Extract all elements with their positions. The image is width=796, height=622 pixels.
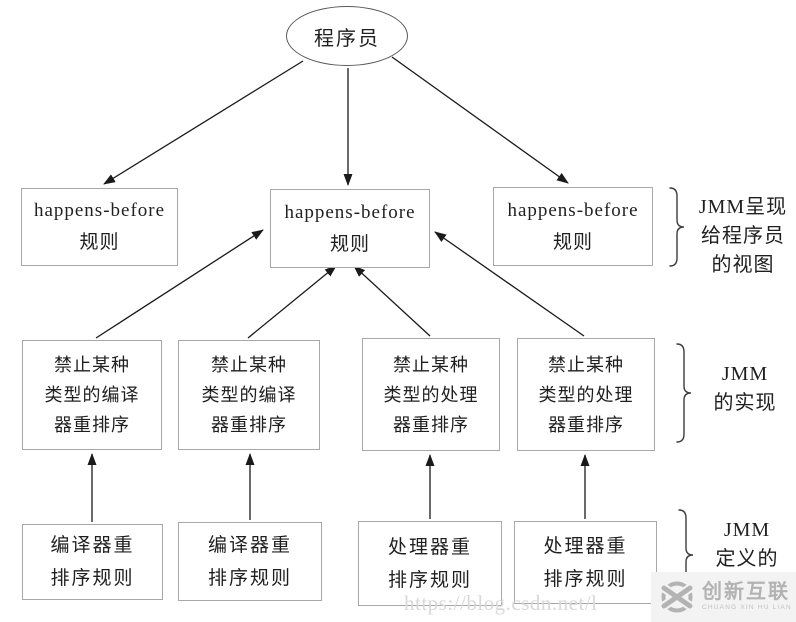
box-line: 类型的处理 — [383, 384, 479, 405]
side-label-line: 定义的 — [715, 548, 779, 570]
box-line: 类型的编译 — [201, 385, 297, 405]
brace-view-icon — [669, 187, 685, 267]
box-line: 类型的编译 — [44, 385, 140, 405]
arrow-ban4-to-hb2 — [434, 231, 585, 337]
box-line: 器重排序 — [54, 415, 130, 435]
box-line: 禁止某种 — [54, 355, 130, 375]
reorder-rule-box-4: 处理器重 排序规则 — [514, 521, 657, 604]
reorder-ban-box-4: 禁止某种 类型的处理 器重排序 — [517, 338, 655, 451]
arrow-ban3-to-hb2 — [353, 265, 431, 337]
happens-before-box-1: happens-before 规则 — [21, 188, 178, 266]
reorder-ban-box-3: 禁止某种 类型的处理 器重排序 — [362, 338, 500, 451]
vendor-logo-name: 创新互联 — [702, 581, 790, 604]
vendor-logo: 创新互联 CHUANG XIN HU LIAN — [651, 572, 796, 622]
box-line: 禁止某种 — [548, 354, 624, 375]
box-line: 排序规则 — [387, 569, 472, 591]
box-line: 排序规则 — [50, 568, 135, 589]
side-label-line: JMM — [721, 363, 769, 385]
vendor-logo-icon — [661, 581, 693, 613]
programmer-ellipse: 程序员 — [286, 6, 408, 66]
box-line: 器重排序 — [548, 414, 624, 435]
reorder-rule-box-3: 处理器重 排序规则 — [358, 521, 502, 606]
box-line: 规则 — [552, 231, 593, 253]
box-line: 处理器重 — [543, 535, 628, 557]
box-line: 器重排序 — [211, 415, 287, 435]
arrow-root-to-hb3 — [391, 56, 569, 184]
happens-before-box-2: happens-before 规则 — [270, 189, 430, 268]
box-line: 规则 — [329, 233, 370, 255]
reorder-ban-box-2: 禁止某种 类型的编译 器重排序 — [178, 340, 320, 450]
box-line: happens-before — [33, 200, 166, 221]
box-line: 类型的处理 — [538, 384, 634, 405]
side-label-line: 的实现 — [713, 392, 777, 414]
box-line: 禁止某种 — [393, 354, 469, 375]
watermark-text: https://blog.csdn.net/l — [404, 591, 598, 615]
side-label-view: JMM呈现 给程序员 的视图 — [692, 193, 794, 280]
box-line: 器重排序 — [393, 414, 469, 435]
reorder-ban-box-1: 禁止某种 类型的编译 器重排序 — [22, 340, 162, 450]
box-line: 规则 — [79, 232, 120, 253]
happens-before-box-3: happens-before 规则 — [493, 187, 653, 266]
programmer-label: 程序员 — [314, 27, 380, 50]
box-line: 编译器重 — [50, 535, 135, 556]
box-line: happens-before — [507, 199, 639, 221]
box-line: 禁止某种 — [211, 355, 287, 375]
side-label-line: 的视图 — [711, 254, 775, 276]
side-label-defined: JMM 定义的 — [702, 516, 792, 574]
vendor-logo-subtitle: CHUANG XIN HU LIAN — [702, 604, 792, 612]
brace-impl-icon — [676, 343, 692, 443]
box-line: 编译器重 — [207, 534, 292, 556]
box-line: 排序规则 — [543, 568, 628, 590]
reorder-rule-box-1: 编译器重 排序规则 — [22, 524, 163, 600]
box-line: happens-before — [284, 201, 416, 223]
arrow-ban1-to-hb2 — [95, 229, 264, 339]
side-label-line: JMM — [723, 519, 771, 541]
side-label-impl: JMM 的实现 — [700, 360, 790, 418]
box-line: 处理器重 — [387, 536, 472, 558]
box-line: 排序规则 — [207, 567, 292, 589]
arrow-root-to-hb1 — [103, 60, 304, 185]
reorder-rule-box-2: 编译器重 排序规则 — [178, 522, 322, 601]
arrow-ban2-to-hb2 — [247, 265, 337, 339]
side-label-line: JMM呈现 — [698, 196, 788, 218]
side-label-line: 给程序员 — [701, 225, 785, 247]
